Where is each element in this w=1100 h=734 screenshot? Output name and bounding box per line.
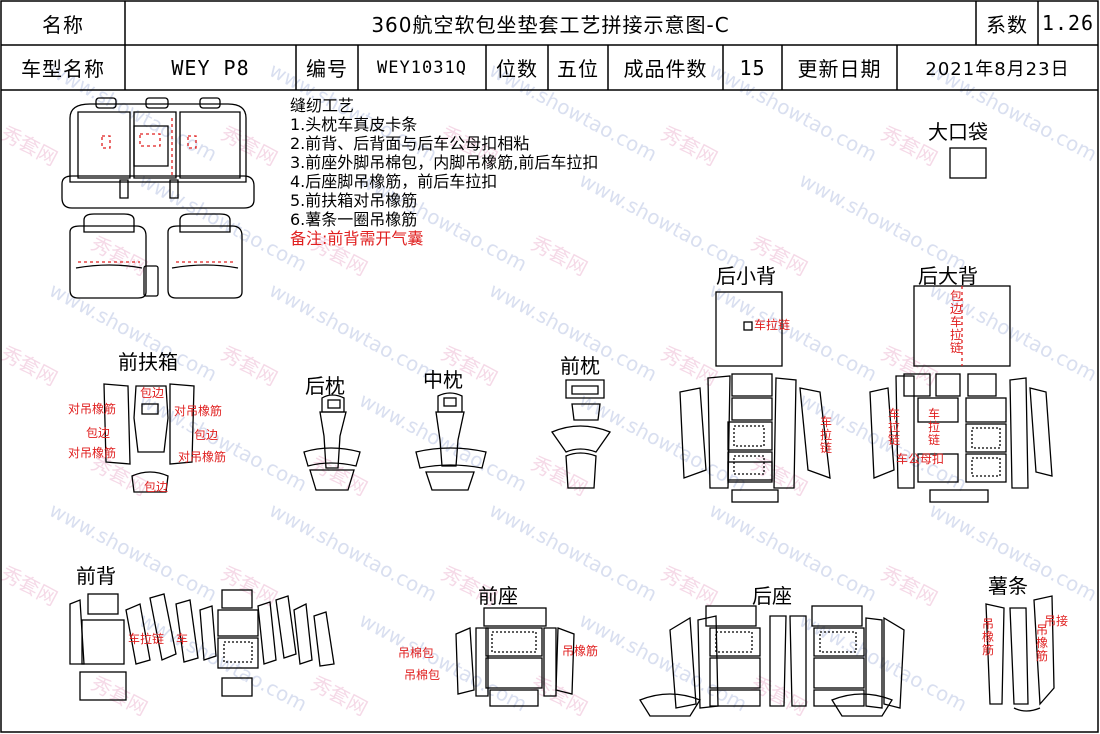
note-rear-small-zip-vertical: 车拉链 <box>820 415 833 455</box>
label-rear-seat: 后座 <box>752 584 792 608</box>
big-pocket-piece <box>949 147 987 179</box>
fries-pieces <box>985 595 1055 712</box>
note-rear-big-zip-left: 车拉链 <box>888 407 901 447</box>
rear-small-back-seams <box>733 425 765 475</box>
model-label: 车型名称 <box>21 57 105 81</box>
overview-rear-bench <box>61 97 255 209</box>
code-label: 编号 <box>306 57 348 81</box>
note-armrest-elastic-left-2: 对吊橡筋 <box>68 446 117 460</box>
label-big-pocket: 大口袋 <box>928 120 988 144</box>
code-value: WEY1031Q <box>377 57 467 78</box>
date-value: 2021年8月23日 <box>925 58 1070 80</box>
note-front-seat-cotton-1: 吊棉包 <box>398 646 435 660</box>
rear-big-back-pieces <box>869 285 1053 503</box>
front-seat-seams <box>491 631 537 653</box>
coefficient-value: 1.26 <box>1041 11 1095 35</box>
note-armrest-elastic-left: 对吊橡筋 <box>68 402 117 416</box>
sewing-notes: 缝纫工艺 1.头枕车真皮卡条 2.前背、后背面与后车公母扣相粘 3.前座外脚吊棉… <box>290 96 598 248</box>
label-rear-small-back: 后小背 <box>716 264 776 288</box>
pieces-label: 成品件数 <box>623 57 708 81</box>
front-seat-pieces <box>455 607 575 707</box>
rear-headrest-pieces <box>303 394 361 491</box>
label-front-headrest: 前枕 <box>560 354 600 378</box>
rear-big-back-seams <box>971 427 1001 477</box>
note-front-back-che: 车 <box>176 632 189 646</box>
label-mid-headrest: 中枕 <box>423 368 463 392</box>
label-fries: 薯条 <box>988 574 1028 598</box>
note-armrest-binding-top: 包边 <box>140 386 165 400</box>
note-armrest-binding-left: 包边 <box>86 426 111 440</box>
rear-small-back-pieces <box>679 291 831 503</box>
front-headrest-pieces <box>551 379 612 489</box>
notes-item: 4.后座脚吊橡筋，前后车拉扣 <box>290 172 498 191</box>
pieces-value: 15 <box>739 55 766 80</box>
model-value: WEY P8 <box>171 55 250 80</box>
overview-front-seats <box>69 213 243 299</box>
note-front-seat-cotton-2: 吊棉包 <box>404 668 441 682</box>
note-fries-elastic-right: 吊橡筋 <box>1036 623 1049 663</box>
note-fries-join: 吊接 <box>1044 614 1069 628</box>
note-rear-big-snap: 车公母扣 <box>896 452 945 466</box>
rear-seat-pieces <box>639 605 905 717</box>
note-front-seat-elastic: 吊橡筋 <box>562 644 599 658</box>
note-armrest-elastic-right: 对吊橡筋 <box>174 404 223 418</box>
notes-heading: 缝纫工艺 <box>290 96 355 115</box>
note-front-back-zip: 车拉链 <box>128 632 165 646</box>
front-back-pieces <box>69 589 335 701</box>
date-label: 更新日期 <box>797 57 882 81</box>
seats-label: 位数 <box>496 57 538 81</box>
label-front-back: 前背 <box>76 564 116 588</box>
note-rear-big-zip-right: 车拉链 <box>928 407 941 447</box>
label-rear-big-back: 后大背 <box>918 264 978 288</box>
notes-item: 1.头枕车真皮卡条 <box>290 115 418 134</box>
sheet-title: 360航空软包坐垫套工艺拼接示意图-C <box>371 12 730 37</box>
name-label: 名称 <box>42 12 84 37</box>
notes-item: 6.薯条一圈吊橡筋 <box>290 210 418 229</box>
front-back-seams <box>223 641 253 663</box>
label-front-armrest: 前扶箱 <box>118 350 178 374</box>
note-rear-big-binding-zip: 包边车拉链 <box>950 289 963 355</box>
front-armrest-pieces <box>103 383 195 493</box>
notes-item: 3.前座外脚吊棉包，内脚吊橡筋,前后车拉扣 <box>290 153 599 172</box>
mid-headrest-pieces <box>415 392 487 491</box>
note-rear-small-zip: 车拉链 <box>754 318 791 332</box>
rear-seat-seams <box>715 631 857 653</box>
overview-red-seams <box>101 118 197 176</box>
seats-value: 五位 <box>557 57 599 81</box>
label-front-seat: 前座 <box>478 584 518 608</box>
note-armrest-elastic-right-2: 对吊橡筋 <box>178 450 227 464</box>
notes-remark: 备注:前背需开气囊 <box>290 229 424 248</box>
notes-item: 2.前背、后背面与后车公母扣相粘 <box>290 134 530 153</box>
note-armrest-binding-bottom: 包边 <box>144 480 169 494</box>
coefficient-label: 系数 <box>986 12 1028 37</box>
label-rear-headrest: 后枕 <box>305 374 345 398</box>
note-armrest-binding-right: 包边 <box>194 428 219 442</box>
note-fries-elastic-left: 吊橡筋 <box>982 617 995 657</box>
notes-item: 5.前扶箱对吊橡筋 <box>290 191 418 210</box>
